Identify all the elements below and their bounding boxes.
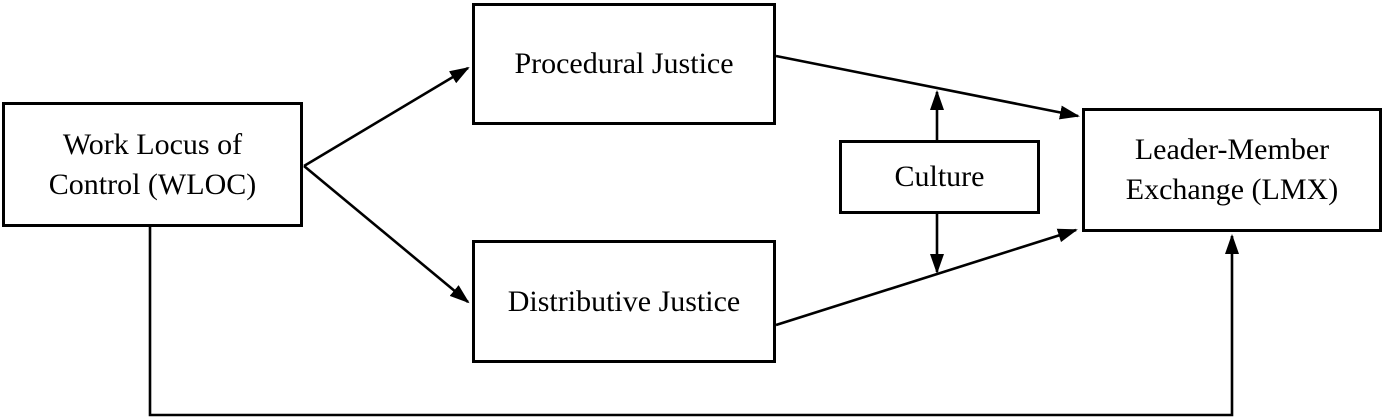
node-label-line: Leader-Member xyxy=(1134,133,1330,166)
arrow-wloc-to-procedural xyxy=(303,66,470,168)
node-label-line: Culture xyxy=(894,160,985,193)
node-label-line: Control (WLOC) xyxy=(48,167,257,201)
node-leader-member-exchange: Leader-Member Exchange (LMX) xyxy=(1082,108,1382,232)
arrow-wloc-to-distributive xyxy=(303,164,470,304)
arrow-distributive-to-lmx xyxy=(775,228,1078,327)
node-label-line: Exchange (LMX) xyxy=(1125,173,1339,206)
node-procedural-justice: Procedural Justice xyxy=(472,3,776,125)
node-label-line: Procedural Justice xyxy=(514,47,734,80)
node-work-locus-of-control: Work Locus of Control (WLOC) xyxy=(2,102,303,227)
node-distributive-justice: Distributive Justice xyxy=(472,240,776,363)
node-label-line: Distributive Justice xyxy=(507,284,741,318)
arrow-wloc-direct-to-lmx xyxy=(148,227,1239,417)
arrow-procedural-to-lmx xyxy=(775,54,1080,120)
node-label-line: Work Locus of xyxy=(62,127,243,161)
node-culture: Culture xyxy=(839,140,1040,214)
